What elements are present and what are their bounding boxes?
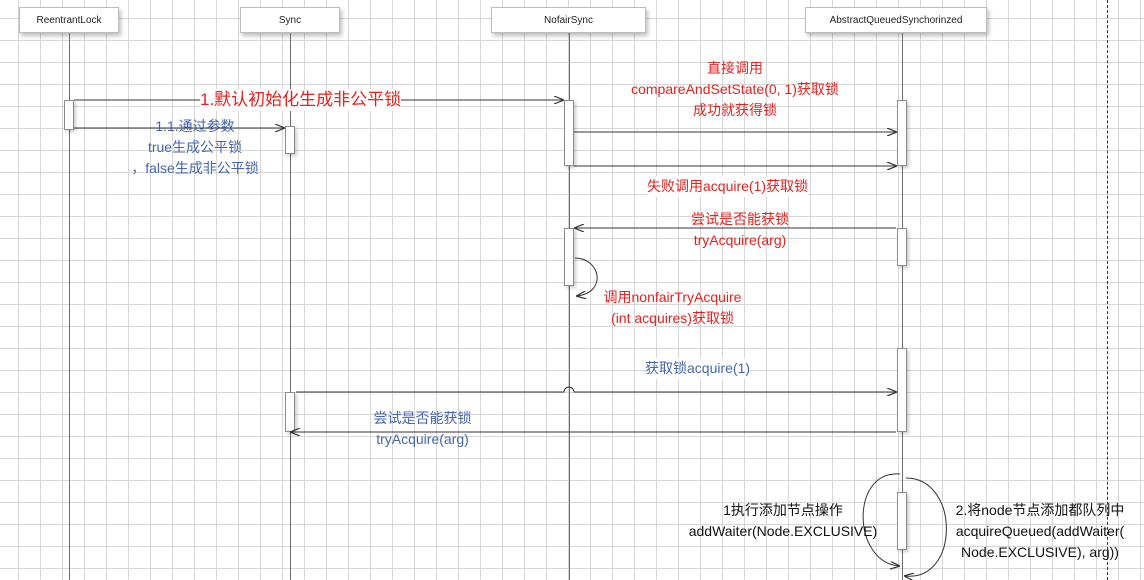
activation-reentrantlock [64, 100, 74, 130]
lifeline-line-reentrantlock [69, 33, 70, 580]
activation-sync-1 [285, 126, 295, 154]
msg-label-addwaiter: 1执行添加节点操作 addWaiter(Node.EXCLUSIVE) [678, 500, 888, 542]
msg-label-fail-acquire: 失败调用acquire(1)获取锁 [647, 176, 809, 197]
msg-label-queued-line2: acquireQueued(addWaiter( [955, 523, 1125, 539]
msg-label-try-acquire: 尝试是否能获锁 tryAcquire(arg) [660, 209, 820, 251]
msg-label-try-acquire-line2: tryAcquire(arg) [693, 232, 787, 248]
msg-label-nonfair-line1: 调用nonfairTryAcquire [603, 289, 742, 305]
msg-label-try-acquire-2-line1: 尝试是否能获锁 [373, 410, 472, 426]
msg-label-try-acquire-line1: 尝试是否能获锁 [691, 211, 789, 227]
msg-label-queued-line3: Node.EXCLUSIVE), arg)) [961, 544, 1119, 560]
msg-label-cas-line1: 直接调用 [707, 60, 763, 76]
activation-aqs-1 [897, 100, 907, 166]
activation-nofairsync-1 [564, 100, 574, 166]
activation-sync-2 [285, 392, 295, 432]
activation-aqs-2 [897, 228, 907, 266]
lifeline-line-aqs [902, 33, 903, 580]
activation-aqs-4 [897, 492, 907, 550]
msg-label-by-param-line1: 1.1.通过参数 [155, 118, 235, 134]
msg-label-cas-line2: compareAndSetState(0, 1)获取锁 [631, 81, 839, 97]
activation-nofairsync-2 [564, 228, 574, 286]
lifeline-aqs[interactable]: AbstractQueuedSynchorinzed [805, 7, 987, 33]
lifeline-line-sync [290, 33, 291, 580]
lifeline-sync[interactable]: Sync [240, 7, 340, 33]
msg-label-addwaiter-line2: addWaiter(Node.EXCLUSIVE) [688, 523, 878, 539]
msg-label-acquire-1: 获取锁acquire(1) [645, 358, 751, 379]
lifeline-line-nofairsync [569, 33, 570, 580]
msg-label-by-param-line3: ，false生成非公平锁 [131, 160, 259, 176]
msg-label-try-acquire-2-line2: tryAcquire(arg) [376, 431, 469, 447]
msg-label-nonfair-self: 调用nonfairTryAcquire (int acquires)获取锁 [585, 287, 760, 329]
msg-label-by-param-line2: true生成公平锁 [147, 139, 243, 155]
msg-label-queued: 2.将node节点添加都队列中 acquireQueued(addWaiter(… [940, 500, 1140, 563]
msg-label-queued-line1: 2.将node节点添加都队列中 [955, 502, 1125, 518]
msg-label-cas: 直接调用 compareAndSetState(0, 1)获取锁 成功就获得锁 [610, 58, 860, 121]
activation-aqs-3 [897, 348, 907, 432]
msg-arrow-acquire-1 [296, 386, 896, 392]
msg-label-nonfair-line2: (int acquires)获取锁 [611, 310, 734, 326]
page-boundary [1107, 0, 1108, 580]
lifeline-reentrantlock[interactable]: ReentrantLock [19, 7, 119, 33]
msg-label-by-param: 1.1.通过参数 true生成公平锁 ，false生成非公平锁 [100, 116, 290, 179]
msg-label-default-init: 1.默认初始化生成非公平锁 [200, 89, 402, 111]
lifeline-nofairsync[interactable]: NofairSync [491, 7, 646, 33]
msg-label-cas-line3: 成功就获得锁 [693, 102, 777, 118]
msg-label-try-acquire-2: 尝试是否能获锁 tryAcquire(arg) [350, 408, 495, 450]
msg-label-addwaiter-line1: 1执行添加节点操作 [723, 502, 843, 518]
